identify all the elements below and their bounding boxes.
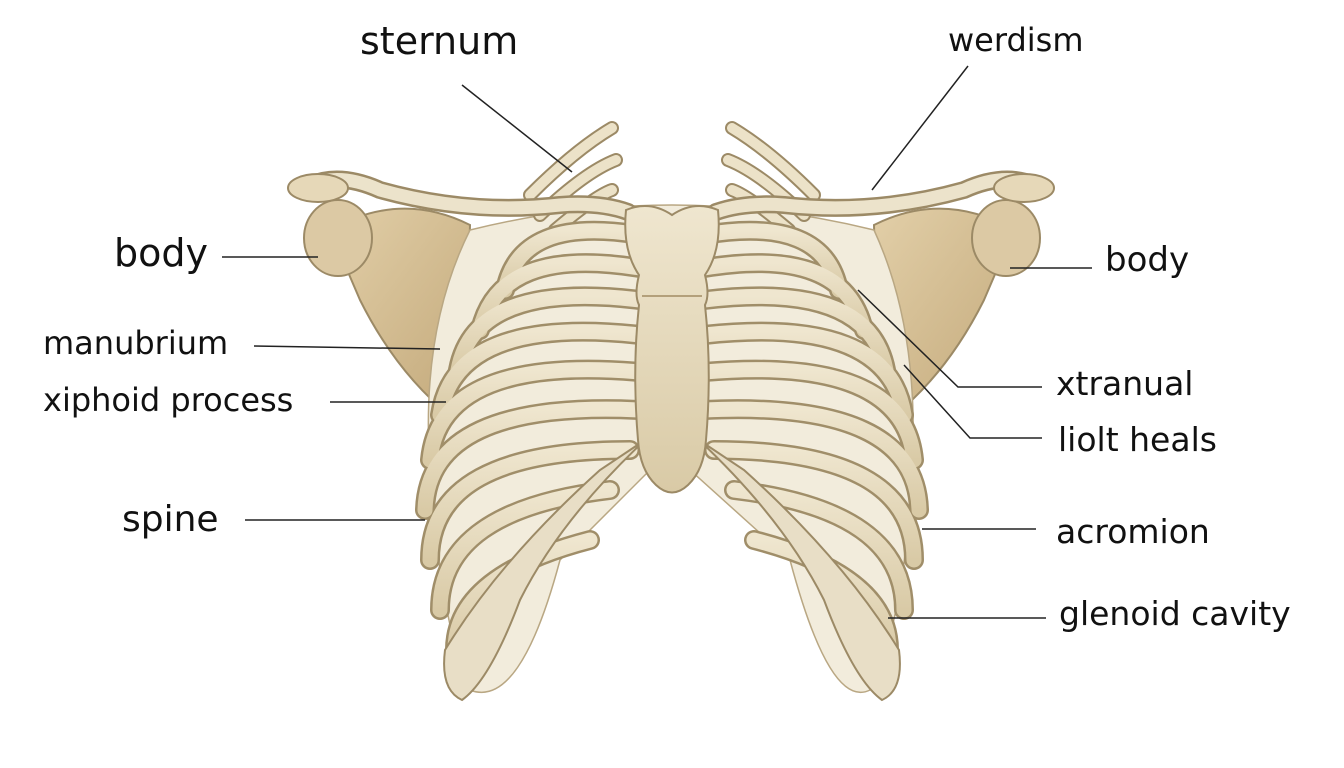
label-sternum: sternum xyxy=(360,19,519,63)
leader-liolt-heals xyxy=(903,364,1042,439)
sternum-bone xyxy=(624,205,720,494)
label-manubrium: manubrium xyxy=(43,324,229,362)
label-body-right: body xyxy=(1105,240,1190,280)
label-xiphoid-process: xiphoid process xyxy=(43,381,294,419)
left-costal-margin xyxy=(443,439,646,702)
label-body-left: body xyxy=(114,231,208,275)
label-spine: spine xyxy=(122,499,219,540)
leader-werdism xyxy=(871,65,969,191)
label-xtranual: xtranual xyxy=(1056,364,1194,403)
right-clavicle-fill xyxy=(709,173,1041,219)
left-clavicle-fill xyxy=(303,173,635,219)
leader-sternum xyxy=(461,84,573,173)
label-werdism: werdism xyxy=(948,21,1084,59)
label-liolt-heals: liolt heals xyxy=(1058,420,1217,459)
leader-manubrium xyxy=(253,345,441,350)
left-humeral-head xyxy=(303,199,373,277)
leader-xtranual xyxy=(857,289,1042,388)
label-acromion: acromion xyxy=(1056,512,1210,551)
right-acromion-tip xyxy=(993,173,1055,203)
label-glenoid-cavity: glenoid cavity xyxy=(1059,594,1291,633)
left-acromion-tip xyxy=(287,173,349,203)
right-costal-margin xyxy=(698,439,901,702)
